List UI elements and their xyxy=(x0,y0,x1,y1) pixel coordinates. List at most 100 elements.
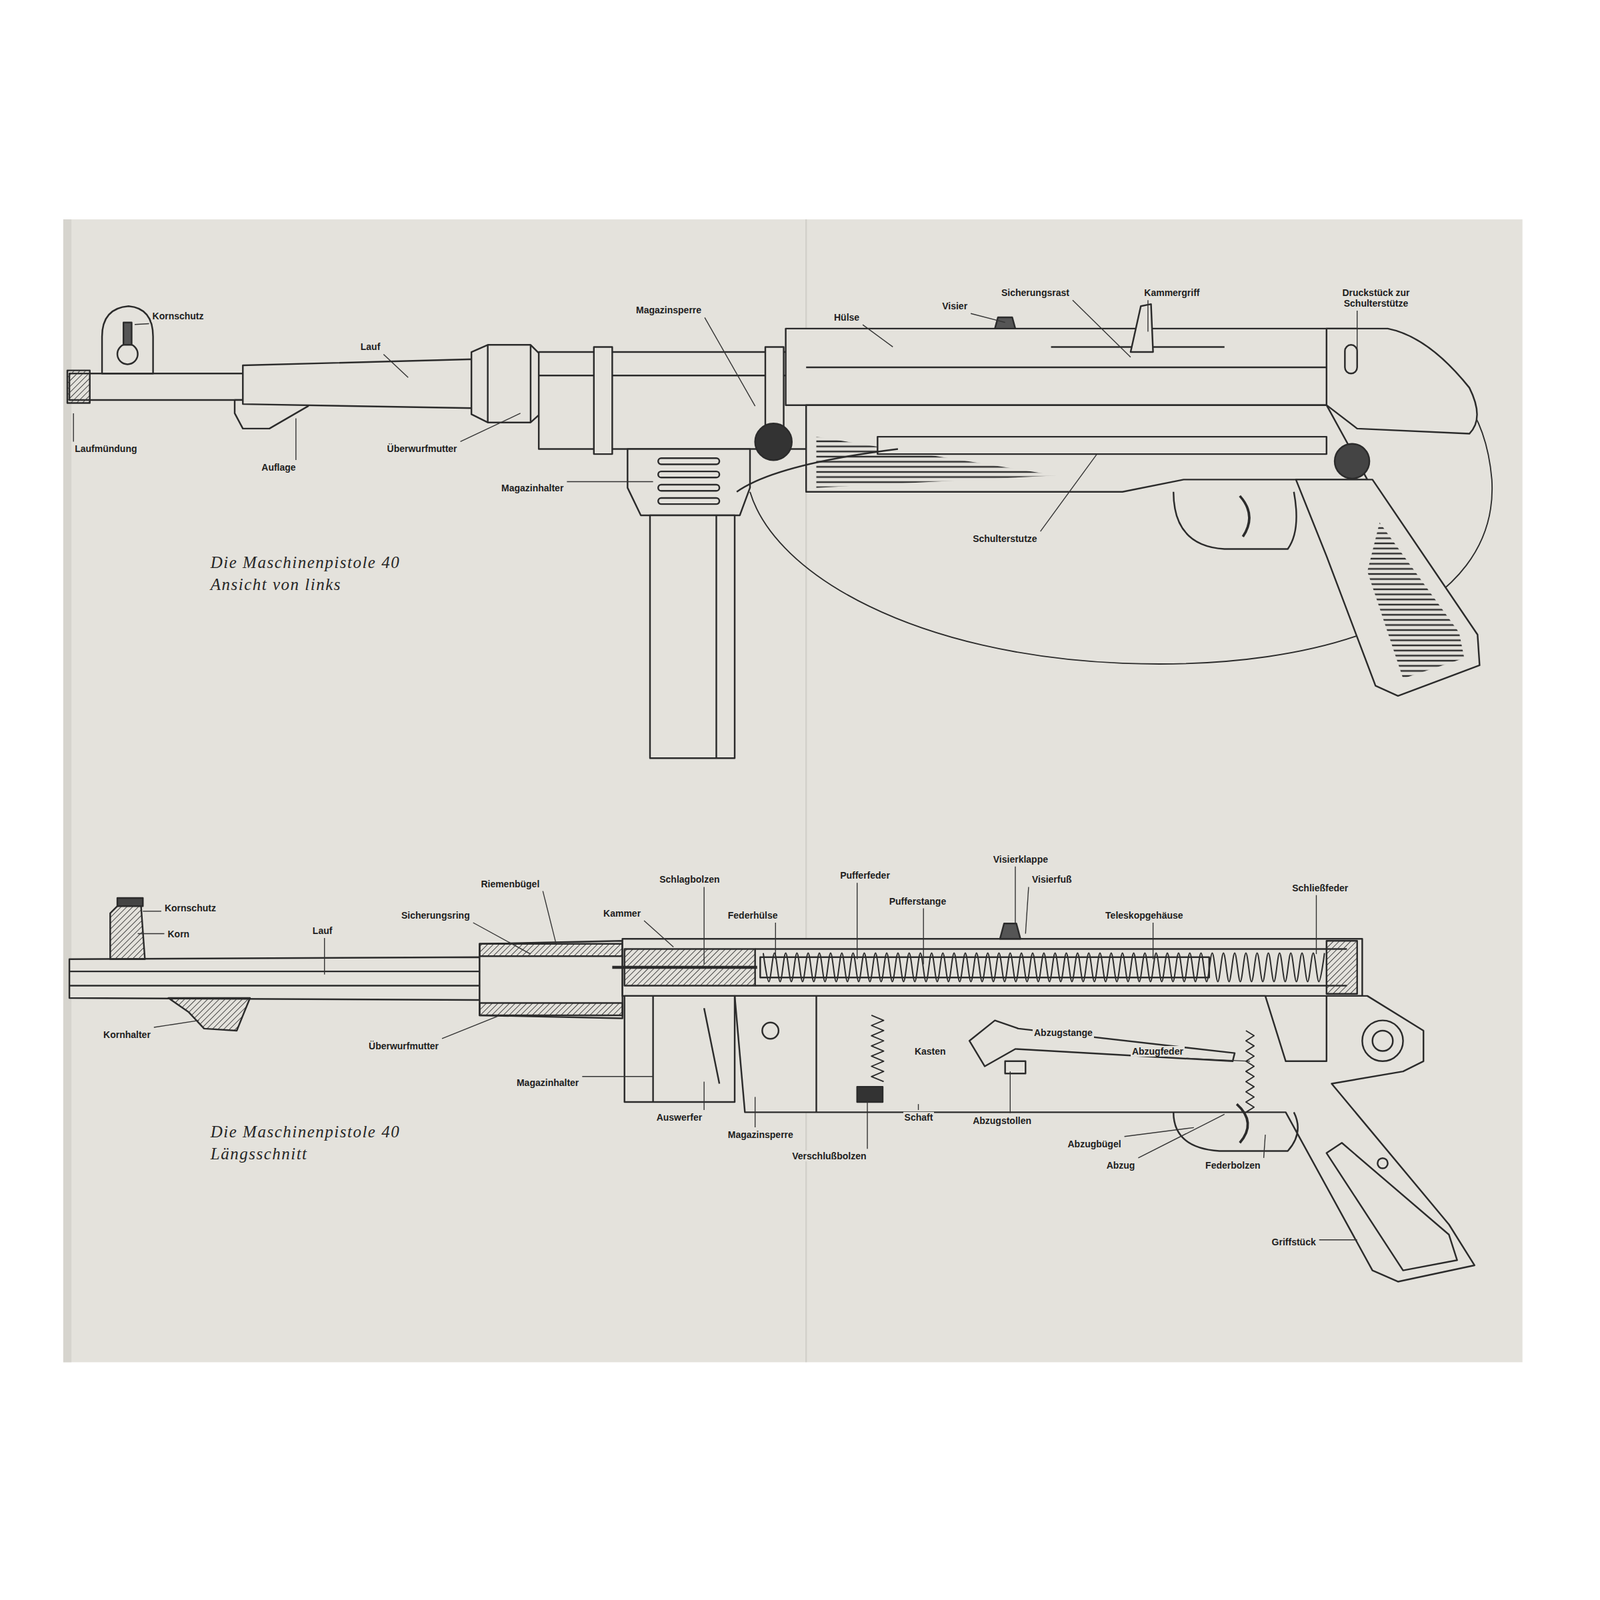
stock-knob-inner xyxy=(1372,1030,1394,1052)
firing-pin xyxy=(612,966,757,970)
front-sight-ring xyxy=(117,344,138,365)
frame-wall xyxy=(815,996,817,1112)
leader-line xyxy=(383,354,408,378)
part-label: Abzugfeder xyxy=(1130,1045,1185,1056)
bolt-pin xyxy=(857,1086,883,1102)
leader-line xyxy=(442,1015,500,1039)
muzzle xyxy=(67,370,90,404)
rear-sight xyxy=(994,317,1016,329)
stock-knob xyxy=(1362,1020,1403,1062)
figure-caption: Die Maschinenpistole 40 Ansicht von link… xyxy=(209,552,426,596)
leader-line xyxy=(1040,454,1098,532)
mp40-side-view xyxy=(67,304,1492,758)
leader-line xyxy=(473,922,531,954)
barrel-nut-edge xyxy=(530,344,532,422)
leader-line xyxy=(862,324,893,347)
recoil-spring xyxy=(763,953,1325,982)
magazine-seam xyxy=(715,515,717,758)
part-label: Magazinhalter xyxy=(515,1077,580,1088)
leader-line xyxy=(566,481,653,482)
part-label: Visierfuß xyxy=(1030,874,1074,885)
part-label: Kasten xyxy=(913,1045,948,1056)
leader-line xyxy=(134,324,149,325)
grip-screw xyxy=(1377,1158,1388,1168)
leader-line xyxy=(1319,1239,1358,1240)
leader-line xyxy=(1316,895,1317,954)
part-label: Schaft xyxy=(903,1112,935,1123)
part-label: Magazinhalter xyxy=(500,482,565,494)
well-rib xyxy=(658,498,720,504)
part-label: Abzugstollen xyxy=(971,1115,1033,1126)
part-label: Abzugstange xyxy=(1032,1027,1094,1038)
stock-knob xyxy=(1334,444,1370,479)
part-label: Magazinsperre xyxy=(726,1129,795,1140)
leader-line xyxy=(754,1096,756,1128)
front-sight-hood xyxy=(110,903,145,960)
well-rib xyxy=(658,484,720,491)
front-sight-cap xyxy=(117,898,143,906)
nut-section xyxy=(479,1003,622,1016)
part-label: Auflage xyxy=(260,462,297,473)
magazine-well xyxy=(627,448,750,515)
front-sight-hood xyxy=(102,306,154,374)
part-label: Magazinsperre xyxy=(634,304,703,316)
stock-strut xyxy=(877,436,1326,454)
mp40-cutaway xyxy=(69,898,1475,1282)
barrel-nut-edge xyxy=(486,344,488,422)
leader-line xyxy=(1010,1071,1011,1113)
receiver-line xyxy=(806,366,1327,368)
leader-line xyxy=(1072,300,1131,357)
magazine xyxy=(650,515,735,758)
trigger-guard xyxy=(1173,1112,1298,1151)
leader-line xyxy=(324,938,325,975)
sear xyxy=(1005,1061,1026,1074)
leader-line xyxy=(923,908,924,965)
front-sight-post xyxy=(123,322,132,346)
housing-band xyxy=(594,346,613,454)
barrel-front xyxy=(69,373,245,400)
part-label: Korn xyxy=(166,928,191,939)
part-label: Lauf xyxy=(311,925,334,936)
barrel-nut xyxy=(471,344,541,422)
ejector xyxy=(704,1008,720,1084)
leader-line xyxy=(295,418,296,460)
leader-line xyxy=(1264,1134,1266,1158)
leader-line xyxy=(970,313,1006,322)
grip-inner xyxy=(1326,1142,1458,1270)
nut-section xyxy=(479,944,622,956)
lower-frame xyxy=(806,405,1368,492)
part-label: Schließfeder xyxy=(1290,882,1350,894)
part-label: Kammergriff xyxy=(1142,287,1201,298)
grip-ribs xyxy=(1367,522,1464,679)
spring xyxy=(871,1015,884,1082)
part-label: Kornschutz xyxy=(151,310,206,322)
leader-line xyxy=(460,413,521,442)
rear-cap-slot xyxy=(1344,344,1357,374)
well-rib xyxy=(658,458,720,464)
sight-holder xyxy=(168,998,250,1031)
leader-line xyxy=(644,920,674,947)
leader-line xyxy=(1147,300,1148,332)
pivot-screw xyxy=(762,1022,778,1039)
leader-line xyxy=(582,1076,653,1077)
paper-sheet xyxy=(63,219,1523,1362)
barrel-chamber xyxy=(479,940,622,1018)
leader-line xyxy=(542,891,556,944)
leader-line xyxy=(856,882,858,959)
part-label: Visier xyxy=(940,300,969,312)
part-label: Druckstück zur Schulterstütze xyxy=(1316,287,1436,309)
part-label: Sicherungsring xyxy=(400,910,472,921)
lower-frame xyxy=(734,996,1475,1282)
trigger-guard xyxy=(1173,492,1296,550)
trigger xyxy=(1236,1104,1248,1143)
sear-bar xyxy=(969,1020,1235,1067)
part-label: Sicherungsrast xyxy=(1000,287,1071,298)
part-label: Kornhalter xyxy=(102,1029,152,1040)
part-label: Überwurfmutter xyxy=(367,1040,440,1052)
figure-caption: Die Maschinenpistole 40 Längsschnitt xyxy=(209,1121,426,1165)
leader-line xyxy=(704,317,756,406)
part-label: Federhülse xyxy=(726,910,780,921)
